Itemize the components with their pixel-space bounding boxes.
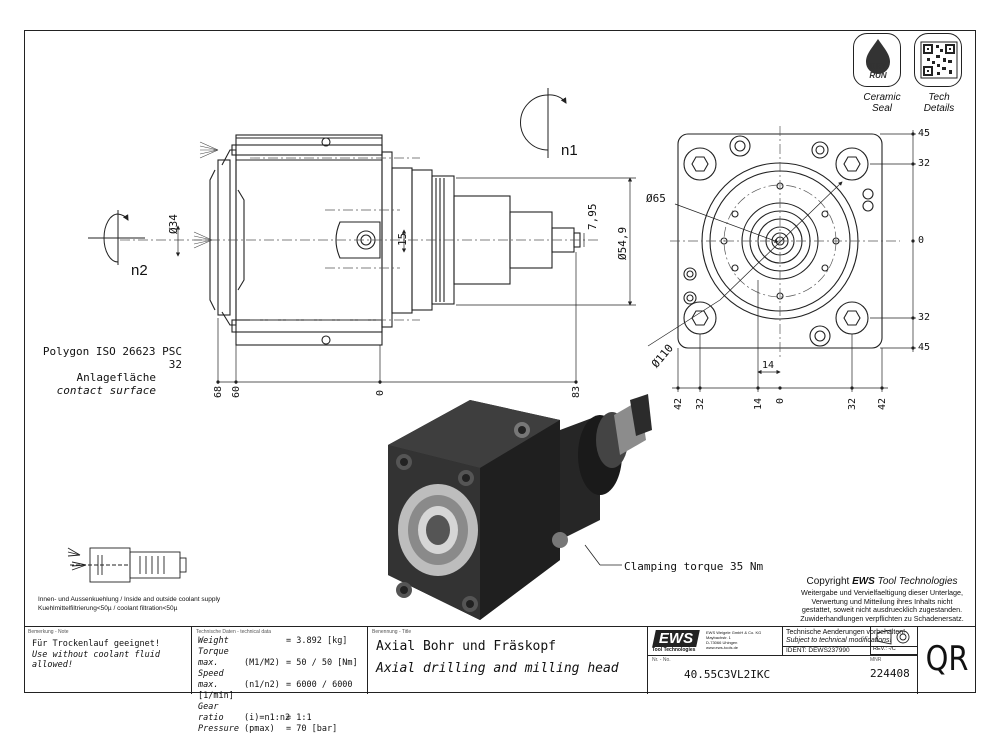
dim-7-95: 7,95 xyxy=(586,203,599,231)
note-en: Use without coolant fluid allowed! xyxy=(32,650,160,670)
note-cell: Bemerkung - Note Für Trockenlauf geeigne… xyxy=(24,627,192,694)
ews-logo: EWS xyxy=(652,630,700,647)
dim-32-left: 32 xyxy=(695,397,706,410)
dim-14-horizontal: 14 xyxy=(762,360,775,371)
mnr-label: MNR xyxy=(870,657,882,663)
drop-icon: DRY RUN xyxy=(866,39,890,80)
dim-0-side: 0 xyxy=(375,389,386,396)
projection-icon xyxy=(876,629,910,645)
coolant-label-line2: Kuehlmittelfiltrierung<50µ / coolant fil… xyxy=(38,605,178,612)
dim-d54-9: Ø54,9 xyxy=(616,226,629,260)
coolant-schematic xyxy=(67,547,187,583)
tech-row: Torque max.(M1/M2)= 50 / 50 [Nm] xyxy=(198,647,358,668)
mnr-number: 224408 xyxy=(870,667,910,680)
coolant-label-line1: Innen- und Aussenkuehlung / Inside and o… xyxy=(38,596,221,603)
dim-45-top: 45 xyxy=(918,128,931,139)
company-address: EWS Weigele GmbH & Co. KG Maybachstr. 1 … xyxy=(706,630,762,650)
polygon-label-line2: Anlagefläche xyxy=(76,371,156,384)
technical-drawing xyxy=(67,88,916,620)
dim-68: 68 xyxy=(213,385,224,398)
polygon-label: Polygon ISO 26623 PSC 32 Anlagefläche co… xyxy=(40,345,182,397)
rev: REV.: -/C xyxy=(873,646,896,652)
ident: IDENT: DEWS237990 xyxy=(786,647,850,654)
tech-row: Pressure(pmax)= 70 [bar] xyxy=(198,724,338,734)
dim-32-bottom: 32 xyxy=(918,312,931,323)
qr-pattern xyxy=(920,41,958,79)
dim-d34: Ø34 xyxy=(167,214,180,234)
dim-45-bottom: 45 xyxy=(918,342,931,353)
dim-32-right: 32 xyxy=(847,397,858,410)
drawing-frame xyxy=(24,30,976,693)
ident-cell: EWS Tool Technologies EWS Weigele GmbH &… xyxy=(648,627,918,694)
dry-run-icon[interactable]: DRY RUN xyxy=(853,33,901,87)
tech-row: Gear ratio(i)=n1:n2= 1:1 xyxy=(198,702,312,723)
coolant-label: Innen- und Aussenkuehlung / Inside and o… xyxy=(38,595,220,613)
note-de: Für Trockenlauf geeignet! xyxy=(32,639,160,649)
rotation-symbol-n1 xyxy=(520,88,567,158)
dim-32-top: 32 xyxy=(918,158,931,169)
dim-83: 83 xyxy=(571,385,582,398)
ews-logo-sub: Tool Technologies xyxy=(652,647,696,653)
part-number: 40.55C3VL2IKC xyxy=(684,668,771,681)
copyright-title: Copyright EWS Tool Technologies xyxy=(806,576,958,587)
tech-header: Technische Daten - technical data xyxy=(196,629,272,635)
change-note: Technische Aenderungen vorbehalten! Subj… xyxy=(786,629,906,644)
flange-plate xyxy=(217,159,231,316)
tech-details-caption: Tech Details xyxy=(911,92,967,114)
tech-row: Speed max.(n1/n2)= 6000 / 6000 [1/min] xyxy=(198,669,353,701)
dim-42-right: 42 xyxy=(877,397,888,410)
polygon-label-line1: Polygon ISO 26623 PSC 32 xyxy=(42,345,182,371)
rotation-symbol-n2 xyxy=(88,210,145,265)
clamping-torque-label: Clamping torque 35 Nm xyxy=(624,560,764,573)
dim-42-left: 42 xyxy=(673,397,684,410)
coolant-spray-mid xyxy=(193,231,213,249)
title-cell: Benennung - Title Axial Bohr und Fräskop… xyxy=(368,627,648,694)
dry-run-line1: DRY xyxy=(870,62,887,71)
rev-cell: REV.: -/C xyxy=(870,627,918,655)
dim-14-bottom: 14 xyxy=(753,397,764,410)
tech-data-cell: Technische Daten - technical data Weight… xyxy=(192,627,368,734)
tech-details-line2: Details xyxy=(923,103,955,114)
tech-data-table: Weight= 3.892 [kg] Torque max.(M1/M2)= 5… xyxy=(198,636,367,735)
title-block: Bemerkung - Note Für Trockenlauf geeigne… xyxy=(24,626,976,734)
dim-0-right: 0 xyxy=(918,235,925,246)
polygon-label-line3: contact surface xyxy=(56,384,156,397)
title-header: Benennung - Title xyxy=(372,629,412,635)
copyright-block: Copyright EWS Tool Technologies Weiterga… xyxy=(792,576,972,623)
qr-label: QR xyxy=(925,639,969,679)
label-n1: n1 xyxy=(561,142,578,159)
title-en: Axial drilling and milling head xyxy=(376,661,619,676)
copyright-line1: Weitergabe und Vervielfaeltigung dieser … xyxy=(800,588,964,597)
title-de: Axial Bohr und Fräskopf xyxy=(376,639,557,654)
copyright-line2: Verwertung und Mitteilung ihres Inhalts … xyxy=(811,596,953,606)
ceramic-seal-line2: Seal xyxy=(871,103,892,114)
copyright-line4: Zuwiderhandlungen verpflichten zu Schade… xyxy=(800,613,964,623)
dim-d65: Ø65 xyxy=(646,192,666,205)
dim-60: 60 xyxy=(231,385,242,398)
coolant-spray-top xyxy=(199,141,219,159)
copyright-line3: gestattet, soweit nicht ausdruecklich zu… xyxy=(801,605,963,615)
tech-row: Weight= 3.892 [kg] xyxy=(198,636,348,646)
ceramic-seal-caption: Ceramic Seal xyxy=(852,92,912,114)
nr-label: Nr. - No. xyxy=(652,657,671,663)
ceramic-seal-line1: Ceramic xyxy=(863,92,901,103)
dim-0-bottom: 0 xyxy=(775,397,786,404)
qr-code-icon[interactable] xyxy=(914,33,962,87)
label-n2: n2 xyxy=(131,262,148,279)
tech-details-line1: Tech xyxy=(928,92,950,103)
note-header: Bemerkung - Note xyxy=(28,629,69,635)
dry-run-line2: RUN xyxy=(869,71,887,80)
dim-15: 15 xyxy=(396,232,409,246)
isometric-render xyxy=(388,394,652,620)
